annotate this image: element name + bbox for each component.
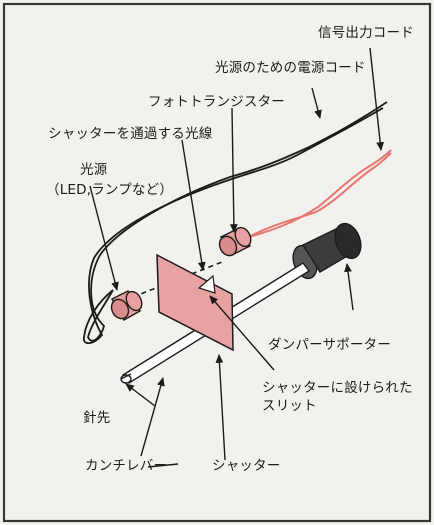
pointer-light-beam [181,139,206,271]
label-slit-line2: スリット [262,398,317,414]
label-slit-line1: シャッターに設けられた [262,380,413,396]
label-stylus-tip: 針先 [83,410,111,426]
label-signal-cord: 信号出力コード [318,25,414,41]
label-shutter: シャッター [212,458,281,474]
pointer-phototransistor [229,107,238,233]
label-phototransistor: フォトトランジスター [148,94,285,110]
pointer-power-cord [311,87,322,119]
pointer-light-source [89,185,119,291]
pointer-cantilever [140,377,165,457]
pointer-slit [209,295,275,371]
label-cantilever: カンチレバー [85,458,168,474]
pointer-damper [344,263,354,311]
damper-support [292,222,362,280]
label-damper: ダンパーサポーター [268,337,392,353]
pointer-shutter [215,354,226,461]
pointer-stylus-tip [125,383,156,407]
label-light-source-note: （LED,ランプなど） [46,182,174,198]
label-light-source: 光源 [80,162,108,178]
label-power-cord: 光源のための電源コード [215,60,366,76]
pointer-lines [89,47,385,468]
signal-cord [248,149,392,238]
power-cord [82,101,388,345]
shutter [156,253,234,352]
light-source-component [110,290,143,321]
pointer-signal-cord [369,47,385,151]
cantilever-label-stroke [147,463,179,468]
phototransistor-component [218,226,252,257]
shutter-slit [197,274,216,294]
label-light-beam: シャッターを通過する光線 [48,126,213,142]
